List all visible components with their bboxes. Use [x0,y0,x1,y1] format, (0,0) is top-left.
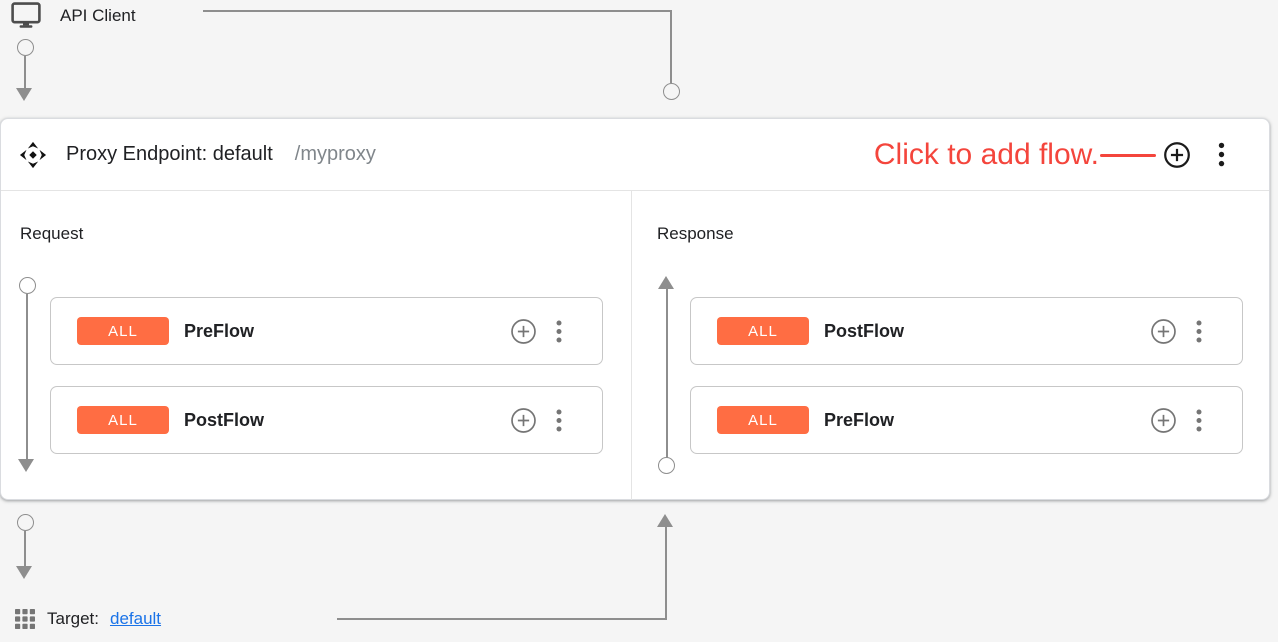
plus-circle-icon [1164,141,1190,168]
kebab-menu-icon [1196,320,1202,342]
add-policy-button[interactable] [510,407,537,434]
header-actions: Click to add flow. [874,138,1225,172]
connector-node [17,514,34,531]
add-flow-button[interactable] [1163,141,1191,169]
flow-name: PreFlow [824,409,895,430]
flow-menu-button[interactable] [1196,409,1202,432]
kebab-menu-icon [1196,409,1202,431]
condition-badge: ALL [717,406,809,434]
target-return-horizontal [337,618,667,620]
add-policy-button[interactable] [1150,407,1177,434]
request-response-divider [631,190,633,500]
hint-pointer-line [1100,153,1156,158]
connector-line [24,531,26,566]
condition-badge: ALL [77,317,169,345]
connector-node [658,457,675,474]
flow-card-actions [1150,407,1202,434]
arrow-down-icon [18,459,34,472]
condition-badge: ALL [717,317,809,345]
plus-circle-icon [511,407,536,433]
flow-card-actions [510,318,562,345]
add-policy-button[interactable] [1150,318,1177,345]
proxy-endpoint-header: Proxy Endpoint: default /myproxy Click t… [1,119,1269,191]
connector-node [663,83,680,100]
target-endpoint-row: Target: default [14,608,161,630]
api-client-label: API Client [60,5,136,25]
flow-name: PreFlow [184,320,255,341]
connector-top-horizontal [203,10,671,12]
flow-menu-button[interactable] [1196,320,1202,343]
connector-line [24,56,26,88]
connector-node [17,39,34,56]
request-label: Request [20,224,84,243]
flow-menu-button[interactable] [556,409,562,432]
arrow-down-icon [16,88,32,101]
arrow-up-icon [657,514,673,527]
endpoint-diamond-icon [19,141,47,168]
connector-top-vertical [670,10,672,83]
flow-card-response-preflow[interactable]: ALL PreFlow [690,386,1243,454]
arrow-up-icon [658,276,674,289]
kebab-menu-icon [1218,142,1225,167]
proxy-basepath: /myproxy [294,143,376,165]
flow-menu-button[interactable] [556,320,562,343]
flow-name: PostFlow [184,409,264,430]
grid-icon [15,609,35,629]
connector-node [19,277,36,294]
request-flow-line [26,294,28,459]
flow-name: PostFlow [824,320,904,341]
kebab-menu-icon [556,320,562,342]
flow-card-request-preflow[interactable]: ALL PreFlow [50,297,603,365]
condition-badge: ALL [77,406,169,434]
flow-card-actions [1150,318,1202,345]
response-label: Response [657,224,734,243]
flow-card-actions [510,407,562,434]
plus-circle-icon [511,318,536,344]
flow-card-request-postflow[interactable]: ALL PostFlow [50,386,603,454]
response-flow-line [666,289,668,458]
add-flow-hint: Click to add flow. [873,137,1099,171]
target-label: Target: [47,609,99,628]
kebab-menu-icon [556,409,562,431]
plus-circle-icon [1151,318,1176,344]
target-link[interactable]: default [109,609,162,628]
plus-circle-icon [1151,407,1176,433]
api-client: API Client [11,2,136,29]
proxy-endpoint-title: Proxy Endpoint: default [66,143,273,165]
target-return-vertical [665,527,667,619]
endpoint-menu-button[interactable] [1218,142,1225,167]
monitor-icon [11,2,41,28]
flow-card-response-postflow[interactable]: ALL PostFlow [690,297,1243,365]
arrow-down-icon [16,566,32,579]
add-policy-button[interactable] [510,318,537,345]
